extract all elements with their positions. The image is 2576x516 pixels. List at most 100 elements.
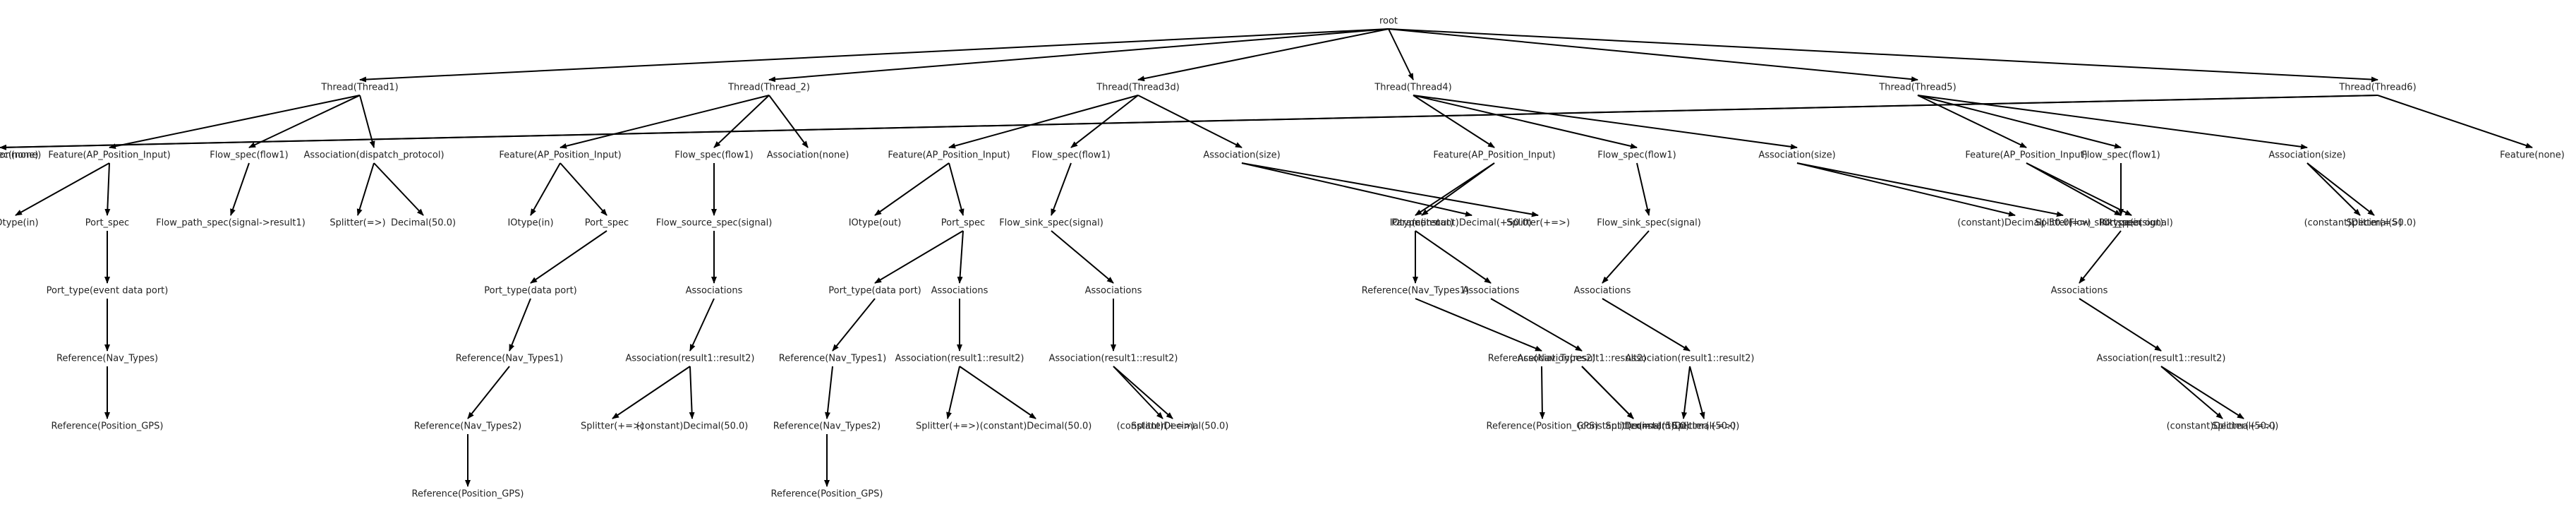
node-association-result1-result2: Association(result1::result2) — [2096, 354, 2225, 364]
tree-edge — [768, 95, 809, 148]
node-association-dispatch-protocol: Association(dispatch_protocol) — [303, 150, 444, 161]
node-association-size: Association(size) — [1758, 150, 1835, 161]
tree-edges — [0, 28, 2533, 487]
tree-edge — [1581, 366, 1634, 419]
tree-edge — [467, 366, 510, 419]
tree-edge — [1241, 162, 1473, 217]
node-thread-thread-2: Thread(Thread_2) — [727, 83, 810, 93]
node-reference-position-gps: Reference(Position_GPS) — [1487, 421, 1599, 432]
node-thread-thread5: Thread(Thread5) — [1878, 83, 1956, 93]
tree-edge — [874, 162, 950, 216]
node-splitter: Splitter(+=>) — [1131, 421, 1195, 432]
node-thread-thread1: Thread(Thread1) — [320, 83, 398, 93]
node-flow-sink-spec-signal: Flow_sink_spec(signal) — [2069, 218, 2173, 229]
node-reference-nav-types2: Reference(Nav_Types2) — [773, 421, 881, 432]
node-splitter: Splitter(=>) — [2035, 218, 2091, 229]
node-splitter: Splitter(+=>) — [1506, 218, 1570, 229]
node-splitter: Splitter(+=>) — [581, 421, 644, 432]
tree-edge — [1413, 95, 1638, 149]
node-reference-position-gps: Reference(Position_GPS) — [771, 489, 883, 500]
node-port-type-event-data-port: Port_type(event data port) — [47, 286, 169, 296]
tree-edge — [15, 162, 110, 216]
tree-edge — [1051, 230, 1114, 284]
tree-edge — [1388, 28, 1414, 80]
node-flow-sink-spec-signal: Flow_sink_spec(signal) — [999, 218, 1103, 229]
node-feature-ap-position-input: Feature(AP_Position_Input) — [888, 150, 1010, 161]
node-splitter: Splitter(=>) — [329, 218, 385, 229]
tree-edge — [1490, 298, 1583, 352]
node-feature-ap-position-input: Feature(AP_Position_Input) — [48, 150, 170, 161]
node-constant-decimal-50-0: (constant)Decimal(50.0) — [2304, 218, 2417, 229]
tree-edge — [1415, 162, 1495, 216]
tree-edge — [373, 162, 424, 216]
tree-edge — [946, 366, 960, 419]
node-flow-sink-spec-signal: Flow_sink_spec(signal) — [1597, 218, 1701, 229]
node-association-result1-result2: Association(result1::result2) — [625, 354, 754, 364]
tree-edge — [1113, 366, 1173, 419]
tree-edge — [356, 162, 375, 216]
tree-edge — [560, 95, 770, 149]
node-root: root — [1379, 16, 1398, 27]
tree-edge — [1796, 162, 2064, 217]
tree-edge — [689, 366, 695, 419]
tree-edge — [2026, 162, 2132, 216]
tree-edge — [1602, 298, 1691, 352]
node-flow-spec-flow1: Flow_spec(flow1) — [675, 150, 754, 161]
node-port-type-data-port: Port_type(data port) — [484, 286, 577, 296]
tree-edge — [959, 366, 1036, 419]
tree-edge — [832, 298, 876, 352]
tree-edge — [1689, 366, 1705, 419]
tree-edge — [948, 162, 965, 216]
node-iotype-in: IOtype(in) — [507, 218, 553, 229]
node-association-result1-result2: Association(result1::result2) — [1625, 354, 1754, 364]
tree-edge — [104, 162, 111, 216]
tree-edge — [1241, 162, 1539, 217]
node-reference-nav-types1: Reference(Nav_Types1) — [779, 354, 886, 364]
node-associations: Associations — [1085, 286, 1142, 296]
node-flow-spec-flow1: Flow_spec(flow1) — [1032, 150, 1111, 161]
node-reference-nav-types: Reference(Nav_Types) — [56, 354, 158, 364]
tree-edge — [109, 95, 361, 150]
node-flow-spec-flow1: Flow_spec(flow1) — [2081, 150, 2160, 161]
node-parameter: Parameter — [1391, 218, 1439, 229]
node-splitter: Splitter(+=>) — [2212, 421, 2275, 432]
tree-edge — [2079, 230, 2122, 284]
tree-edge — [530, 230, 607, 284]
node-iotype-in: IOtype(in) — [0, 218, 39, 229]
tree-edge — [2306, 162, 2361, 216]
tree-edge — [824, 366, 833, 419]
node-splitter: Splitter(+=>) — [916, 421, 979, 432]
tree-edge — [1917, 95, 2027, 148]
tree-edge — [1388, 28, 2378, 83]
tree-edge — [1415, 230, 1492, 284]
node-association-result1-result2: Association(result1::result2) — [1048, 354, 1178, 364]
node-association-size: Association(size) — [2268, 150, 2345, 161]
node-thread-thread3d: Thread(Thread3d) — [1096, 83, 1180, 93]
tree-edge — [509, 298, 531, 352]
node-port-spec: Port_spec — [585, 218, 629, 229]
tree-edge — [1602, 230, 1650, 284]
node-constant-decimal-50-0: (constant)Decimal(50.0) — [2167, 421, 2279, 432]
node-splitter: Splitter(=>) — [2346, 218, 2402, 229]
tree-edge — [957, 230, 964, 284]
node-flow-spec-flow1: Flow_spec(flow1) — [1597, 150, 1676, 161]
node-association-size: Association(size) — [1203, 150, 1280, 161]
tree-edge — [1113, 366, 1163, 419]
node-constant-decimal-50-0: (constant)Decimal(50.0) — [980, 421, 1092, 432]
node-constant-decimal-50-0: (constant)Decimal(50.0) — [636, 421, 749, 432]
node-associations: Associations — [2051, 286, 2108, 296]
node-reference-nav-types2: Reference(Nav_Types2) — [414, 421, 521, 432]
node-feature-none: Feature(none) — [2500, 150, 2565, 161]
tree-edge — [530, 162, 561, 216]
tree-edge — [1051, 162, 1072, 216]
node-associations: Associations — [686, 286, 743, 296]
node-iotype-in-out: IOtype(in out) — [1390, 218, 1454, 229]
node-reference-position-gps: Reference(Position_GPS) — [52, 421, 164, 432]
node-reference-nav-types1: Reference(Nav_Types1) — [456, 354, 563, 364]
node-constant-decimal-50-0: (constant)Decimal(-50.0) — [1957, 218, 2072, 229]
node-thread-thread6: Thread(Thread6) — [2338, 83, 2416, 93]
node-reference-nav-types1: Reference(Nav_Types1) — [1362, 286, 1469, 296]
node-constant-decimal-50-0: (constant)Decimal(50.0) — [1117, 421, 1229, 432]
tree-edge — [689, 298, 715, 352]
